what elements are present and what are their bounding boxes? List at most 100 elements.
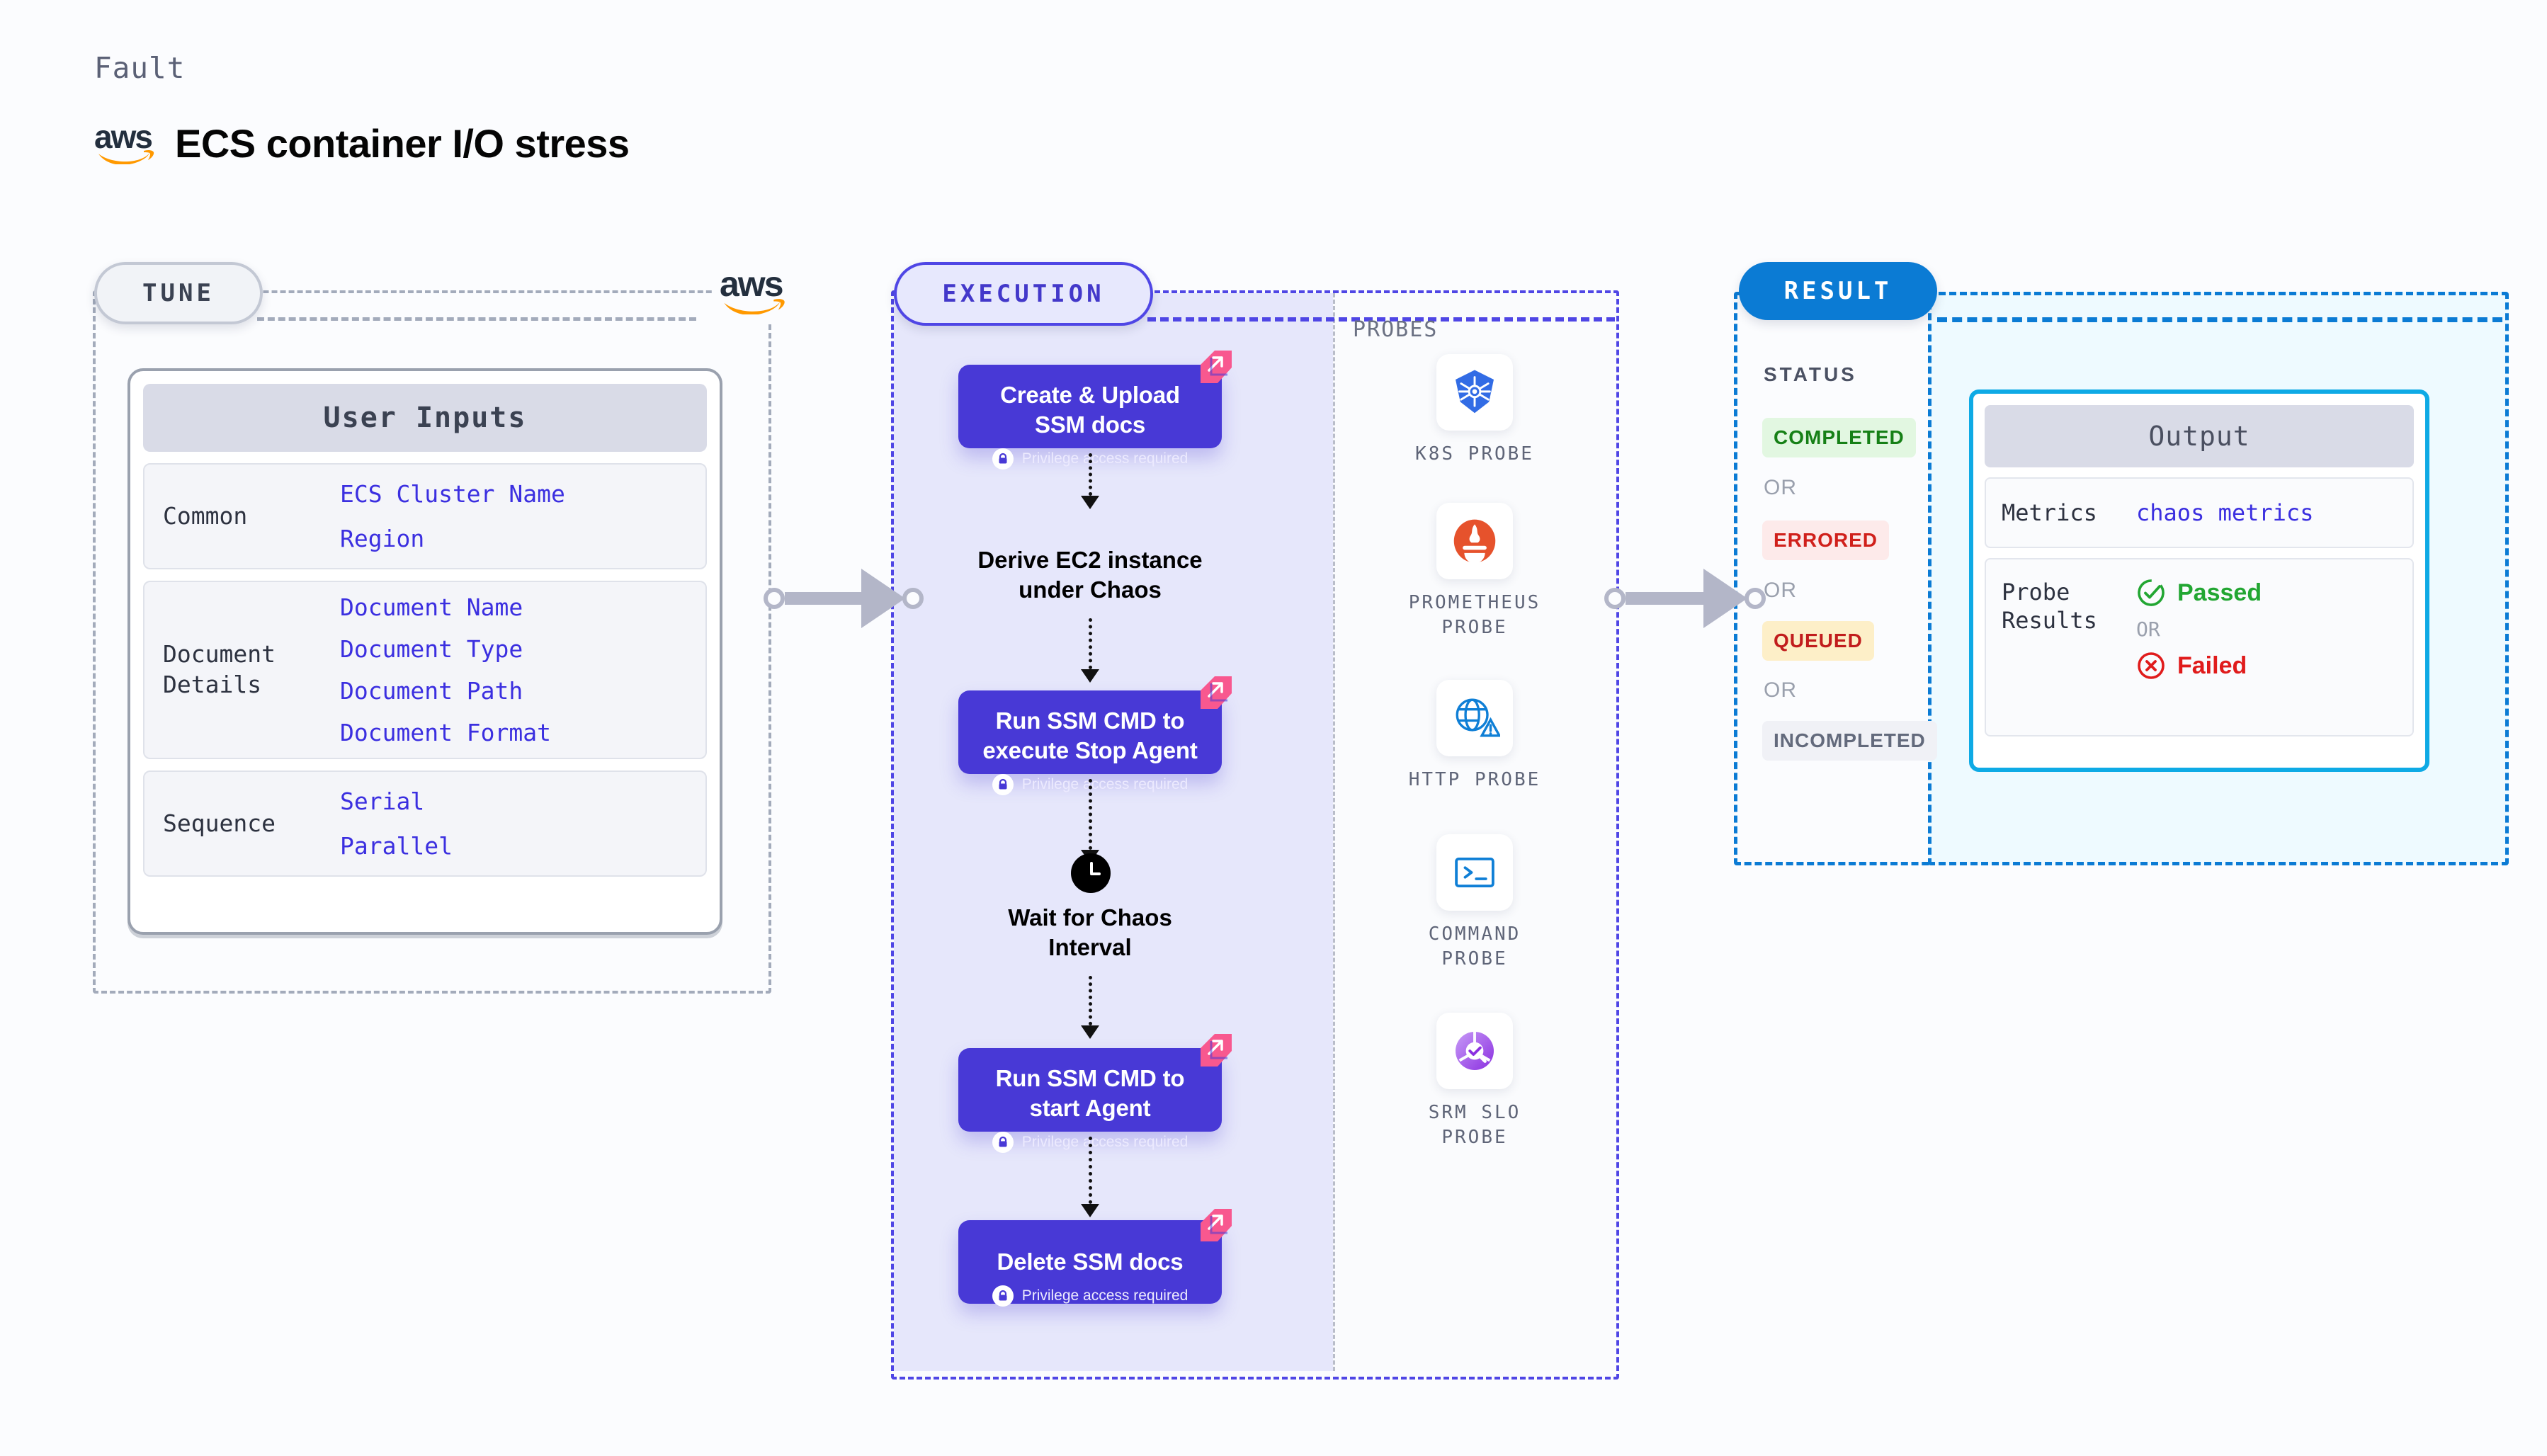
step-title-line1: Run SSM CMD to <box>995 1065 1185 1091</box>
status-badge-errored: ERRORED <box>1762 521 1890 560</box>
input-group-label-line1: Document <box>163 640 276 669</box>
probe-result-failed: Failed <box>2136 651 2262 681</box>
connector-start-dot-icon <box>764 588 785 609</box>
step-title: Create & Upload SSM docs <box>971 380 1209 440</box>
input-value-document-type[interactable]: Document Type <box>340 635 523 663</box>
litmus-badge-icon <box>1201 351 1232 383</box>
probe-passed-text: Passed <box>2177 579 2262 606</box>
input-value-document-format[interactable]: Document Format <box>340 719 552 746</box>
lock-icon <box>992 448 1014 470</box>
execution-step-wait-for-chaos-interval: Wait for Chaos Interval <box>958 903 1222 962</box>
status-badge-queued: QUEUED <box>1762 621 1874 661</box>
step-title-line1: Wait for Chaos <box>1008 904 1172 931</box>
flow-arrowhead-icon <box>1081 1204 1099 1217</box>
probe-label-line2: PROBE <box>1441 1127 1508 1149</box>
lock-icon <box>992 1285 1014 1307</box>
metrics-label: Metrics <box>2002 499 2097 526</box>
flow-arrowhead-icon <box>1081 1025 1099 1039</box>
execution-step-run-ssm-cmd-stop-agent[interactable]: Run SSM CMD to execute Stop Agent Privil… <box>958 676 1232 796</box>
probe-label: PROMETHEUS PROBE <box>1390 591 1560 640</box>
execution-step-delete-ssm-docs[interactable]: Delete SSM docs Privilege access require… <box>958 1209 1232 1307</box>
privilege-note: Privilege access required <box>971 1132 1209 1154</box>
input-value-ecs-cluster-name[interactable]: ECS Cluster Name <box>340 480 565 508</box>
probe-label-line1: HTTP PROBE <box>1408 769 1541 790</box>
input-value-document-name[interactable]: Document Name <box>340 593 523 621</box>
flow-dashline <box>1089 976 1092 1025</box>
connector-arrowhead-icon <box>861 569 905 628</box>
flow-dashline <box>1089 453 1092 496</box>
probe-label-line1: K8S PROBE <box>1415 443 1534 465</box>
lock-icon <box>992 1132 1014 1154</box>
step-title: Run SSM CMD to execute Stop Agent <box>971 706 1209 766</box>
user-inputs-card: User Inputs Common ECS Cluster Name Regi… <box>127 368 722 935</box>
probe-item-prometheus[interactable]: PROMETHEUS PROBE <box>1390 503 1560 640</box>
privilege-note: Privilege access required <box>971 1285 1209 1307</box>
probe-label: K8S PROBE <box>1390 442 1560 467</box>
input-value-parallel[interactable]: Parallel <box>340 832 453 860</box>
litmus-badge-icon <box>1201 676 1232 709</box>
input-group-common: Common ECS Cluster Name Region <box>143 463 707 569</box>
probe-result-passed: Passed <box>2136 578 2262 608</box>
aws-logo-icon: aws <box>94 120 159 164</box>
clock-icon <box>1071 853 1111 893</box>
tune-aws-badge-icon: aws <box>713 261 798 322</box>
probe-results-values: Passed OR Failed <box>2136 578 2262 681</box>
stage-pill-result[interactable]: RESULT <box>1739 262 1937 320</box>
connector-bar <box>1626 592 1705 605</box>
input-value-serial[interactable]: Serial <box>340 787 425 815</box>
execution-step-create-upload-ssm-docs[interactable]: Create & Upload SSM docs Privilege acces… <box>958 351 1232 470</box>
connector-start-dot-icon <box>1604 588 1626 609</box>
stage-pill-tune[interactable]: TUNE <box>94 262 263 324</box>
privilege-note-text: Privilege access required <box>1021 1134 1189 1151</box>
privilege-note-text: Privilege access required <box>1021 776 1189 793</box>
output-card-title: Output <box>1985 405 2414 467</box>
execution-pill-dashline <box>1147 317 1615 322</box>
probe-or-label: OR <box>2136 618 2160 641</box>
probe-label-line2: PROBE <box>1441 948 1508 970</box>
input-group-document-details: Document Details Document Name Document … <box>143 581 707 759</box>
step-title-line2: execute Stop Agent <box>982 737 1198 764</box>
privilege-note-text: Privilege access required <box>1021 1287 1189 1304</box>
step-title-line1: Run SSM CMD to <box>995 707 1185 734</box>
probe-item-k8s[interactable]: K8S PROBE <box>1390 354 1560 467</box>
input-group-label: Document Details <box>163 639 340 700</box>
step-title-line2: start Agent <box>1029 1095 1151 1122</box>
aws-logo-icon: aws <box>720 266 790 314</box>
connector-execution-to-result <box>1604 567 1766 630</box>
execution-step-derive-ec2-instance: Derive EC2 instance under Chaos <box>958 545 1222 605</box>
probe-results-label-line1: Probe <box>2002 579 2070 605</box>
connector-tune-to-execution <box>764 567 924 630</box>
stage-pill-execution[interactable]: EXECUTION <box>894 262 1153 326</box>
probe-label: COMMAND PROBE <box>1390 922 1560 972</box>
probe-label: SRM SLO PROBE <box>1390 1100 1560 1150</box>
probes-stage-box <box>1333 293 1614 1371</box>
step-title-line1: Delete SSM docs <box>997 1249 1184 1275</box>
output-row-probe-results: Probe Results Passed OR Failed <box>1985 558 2414 736</box>
probe-item-http[interactable]: HTTP PROBE <box>1390 680 1560 792</box>
probe-label: HTTP PROBE <box>1390 768 1560 792</box>
flow-dashline <box>1089 1137 1092 1204</box>
input-value-region[interactable]: Region <box>340 525 425 552</box>
probe-label-line2: PROBE <box>1441 617 1508 639</box>
probe-item-command[interactable]: COMMAND PROBE <box>1390 834 1560 972</box>
privilege-note: Privilege access required <box>971 774 1209 796</box>
terminal-icon <box>1436 834 1513 911</box>
metrics-value[interactable]: chaos metrics <box>2136 499 2314 526</box>
aws-smile-icon <box>98 149 154 164</box>
connector-end-dot-icon <box>902 588 924 609</box>
input-group-label: Sequence <box>163 809 276 837</box>
input-value-document-path[interactable]: Document Path <box>340 677 523 705</box>
probe-item-srm-slo[interactable]: SRM SLO PROBE <box>1390 1013 1560 1150</box>
status-badge-completed: COMPLETED <box>1762 418 1916 457</box>
status-label: STATUS <box>1764 363 1857 385</box>
srm-slo-icon <box>1436 1013 1513 1089</box>
probe-label-line1: PROMETHEUS <box>1408 592 1541 613</box>
step-title-line2: SSM docs <box>1034 411 1146 438</box>
status-or-label: OR <box>1764 579 1797 602</box>
execution-step-run-ssm-cmd-start-agent[interactable]: Run SSM CMD to start Agent Privilege acc… <box>958 1034 1232 1154</box>
lock-icon <box>992 774 1014 796</box>
step-title-line2: under Chaos <box>1019 576 1162 603</box>
page-title-row: aws ECS container I/O stress <box>94 120 630 166</box>
input-group-label-line2: Details <box>163 671 262 698</box>
user-inputs-title: User Inputs <box>143 384 707 452</box>
